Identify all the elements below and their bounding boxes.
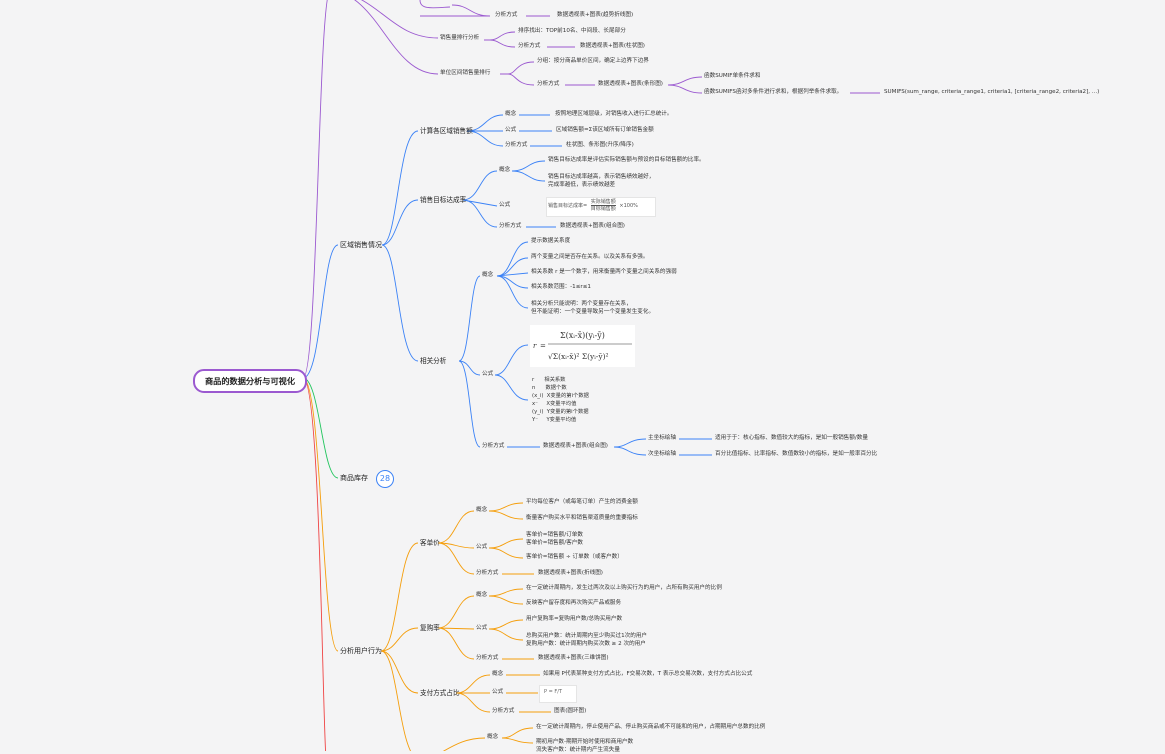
node-aov-c2[interactable]: 衡量客户购买水平和销售渠道质量的重要指标 [526,515,638,521]
node-correlation[interactable]: 相关分析 [420,357,447,365]
node-target-method-text[interactable]: 数据透视表+图表(组合图) [560,223,625,229]
node-calc-method[interactable]: 分析方式 [505,142,528,148]
node-corr-formula[interactable]: 公式 [482,371,494,377]
node-churn-concept[interactable]: 概念 [487,734,499,740]
node-region-calc[interactable]: 计算各区域销售额 [420,127,473,135]
node-repurchase-concept[interactable]: 概念 [476,592,488,598]
node-repurchase[interactable]: 复购率 [420,624,440,632]
node-aov-f2[interactable]: 客单价=销售额 ÷ 订单数（或客户数） [526,554,623,560]
node-calc-formula-text[interactable]: 区域销售额=Σ该区域所有订单销售金额 [556,127,654,133]
node-price-method[interactable]: 分析方式 [537,81,560,87]
node-corr-symbols[interactable]: r 相关系数 n 数据个数 (x_i) X变量的第i个数据 x⁻ X变量平均值 … [532,377,589,423]
node-price-ranking[interactable]: 单位区间销售量排行 [440,70,491,76]
node-user-behavior[interactable]: 分析用户行为 [340,647,382,655]
node-target-c2[interactable]: 销售目标达成率越高，表示销售绩效越好， 完成率越低，表示绩效越差 [548,174,655,188]
node-repurchase-method[interactable]: 分析方式 [476,655,499,661]
node-aov-formula[interactable]: 公式 [476,544,488,550]
target-formula-left: 销售目标达成率= [548,203,588,209]
pearson-r-symbol: r [533,342,537,350]
node-repurchase-method-text[interactable]: 数据透视表+图表(三维饼图) [538,655,609,661]
node-sumif[interactable]: 函数SUMIF单条件求和 [704,73,761,79]
node-target-concept[interactable]: 概念 [499,167,511,173]
node-corr-c2[interactable]: 两个变量之间是否存在关系。以及关系有多强。 [531,254,649,260]
node-corr-c1[interactable]: 提示数据关系度 [531,238,571,244]
node-aov-f1[interactable]: 客单价=销售额/订单数 客单价=销售额/客户数 [526,532,583,546]
node-ranking-method[interactable]: 分析方式 [518,43,541,49]
svg-text:√Σ(xᵢ-x̄)² Σ(yᵢ-ȳ)²: √Σ(xᵢ-x̄)² Σ(yᵢ-ȳ)² [548,352,609,361]
node-target-formula[interactable]: 公式 [499,202,511,208]
svg-text:=: = [540,342,546,350]
node-corr-c5[interactable]: 相关分析只能说明：两个变量存在关系， 但不能证明：一个变量导致另一个变量发生变化… [531,301,655,315]
payment-formula-image [539,685,577,703]
node-payment-c1[interactable]: 如果用 P代表某种支付方式占比，F交易次数，T 表示总交易次数，支付方式占比公式 [543,671,753,677]
node-aov-method-text[interactable]: 数据透视表+图表(折线图) [538,570,603,576]
node-sales-ranking[interactable]: 销售量排行分析 [440,35,480,41]
target-formula-image [546,197,656,217]
node-inventory[interactable]: 商品库存 [340,474,368,482]
node-primary-axis-text[interactable]: 适用于于：核心指标、数值较大的指标，是如一般销售额/数量 [715,435,868,441]
node-ranking-method-desc[interactable]: 数据透视表+图表(柱状图) [580,43,645,49]
node-calc-concept-text[interactable]: 按照地理区域层级，对销售收入进行汇总统计。 [555,111,673,117]
node-price-method-desc[interactable]: 数据透视表+图表(条形图) [598,81,663,87]
node-calc-method-text[interactable]: 柱状图、条形图(升序/降序) [566,142,634,148]
node-price-c1[interactable]: 分组：按分商品单价区间，确定上边界下边界 [537,58,649,64]
node-secondary-axis[interactable]: 次坐标绘轴 [648,451,676,457]
target-formula-tail: ×100% [619,203,638,209]
node-secondary-axis-text[interactable]: 百分比值指标、比率指标、数值数较小的指标，是如一般率百分比 [715,451,878,457]
node-aov[interactable]: 客单价 [420,539,440,547]
root-node[interactable]: 商品的数据分析与可视化 [193,369,307,393]
node-corr-c4[interactable]: 相关系数范围：-1≤r≤1 [531,284,591,290]
node-payment-method-text[interactable]: 图表(圆环图) [554,708,587,714]
node-aov-c1[interactable]: 平均每位客户（或每笔订单）产生的消费金额 [526,499,638,505]
target-formula: 销售目标达成率= 实际销售额 目标销售额 ×100% [548,199,638,212]
node-sumifs[interactable]: 函数SUMIFS函对多条件进行求和，根据列举条件求取。 [704,89,843,95]
target-frac-bottom: 目标销售额 [590,206,616,212]
node-churn-c1[interactable]: 在一定统计周期内，停止使用产品、停止购买商品或不可能和的用户，占期期用户总数的比… [536,724,766,730]
node-repurchase-c2[interactable]: 反映客户留存度和再次购买产品或服务 [526,600,622,606]
node-payment-formula[interactable]: 公式 [492,689,504,695]
node-primary-axis[interactable]: 主坐标绘轴 [648,435,676,441]
node-target-rate[interactable]: 销售目标达成率 [420,196,467,204]
node-repurchase-formula[interactable]: 公式 [476,625,488,631]
node-aov-method[interactable]: 分析方式 [476,570,499,576]
node-analysis-method[interactable]: 分析方式 [495,12,518,18]
svg-text:Σ(xᵢ-x̄)(yᵢ-ȳ): Σ(xᵢ-x̄)(yᵢ-ȳ) [560,331,605,340]
node-payment-concept[interactable]: 概念 [492,671,504,677]
node-ranking-c1[interactable]: 排序找出：TOP前10名、中间段、长尾部分 [518,28,626,34]
node-corr-c3[interactable]: 相关系数 r 是一个数字，用来衡量两个变量之间关系的强弱 [531,269,677,275]
node-calc-formula[interactable]: 公式 [505,127,517,133]
node-sumifs-syntax[interactable]: SUMIFS(sum_range, criteria_range1, crite… [884,89,1100,95]
node-repurchase-f2[interactable]: 总购买用户数：统计周期内至少购买过1次的用户 复购用户数：统计周期内购买次数 ≥… [526,633,648,647]
pearson-formula-image: r = Σ(xᵢ-x̄)(yᵢ-ȳ) √Σ(xᵢ-x̄)² Σ(yᵢ-ȳ)² [530,325,635,367]
node-repurchase-c1[interactable]: 在一定统计周期内，发生过两次及以上购买行为的用户，占所有购买用户的比例 [526,585,722,591]
node-region-sales[interactable]: 区域销售情况 [340,241,382,249]
node-corr-method[interactable]: 分析方式 [482,443,505,449]
node-target-c1[interactable]: 销售目标达成率是评估实际销售额与预设的目标销售额的比率。 [548,157,705,163]
target-frac-top: 实际销售额 [590,199,616,206]
collapsed-count-badge[interactable]: 28 [376,470,394,488]
node-target-method[interactable]: 分析方式 [499,223,522,229]
node-churn-c3[interactable]: 流失客户数：统计期内产生流失量 [536,747,620,753]
node-repurchase-f1[interactable]: 用户复购率=复购用户数/总购买用户数 [526,616,623,622]
node-aov-concept[interactable]: 概念 [476,507,488,513]
node-corr-method-text[interactable]: 数据透视表+图表(组合图) [543,443,608,449]
payment-formula: P = F/T [544,689,562,695]
node-payment-method[interactable]: 分析方式 [492,708,515,714]
node-churn-c2[interactable]: 期初用户数-期期开始时使用和商用户数 [536,739,634,745]
node-payment[interactable]: 支付方式占比 [420,689,460,697]
node-calc-concept[interactable]: 概念 [505,111,517,117]
node-corr-concept[interactable]: 概念 [482,272,494,278]
node-analysis-desc[interactable]: 数据透视表+图表(趋势折线图) [557,12,634,18]
